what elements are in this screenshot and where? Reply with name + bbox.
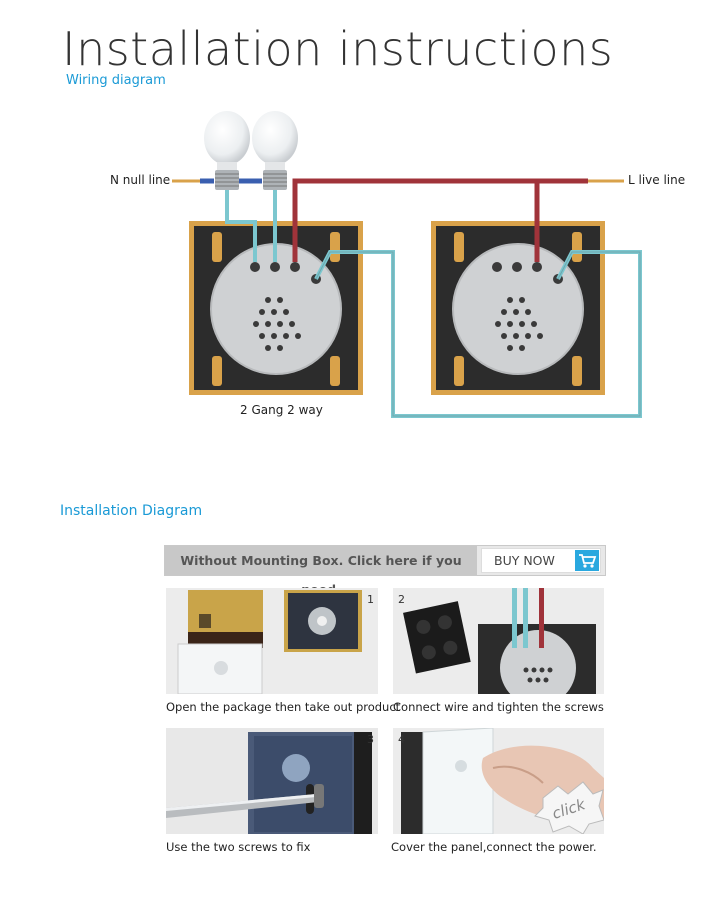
step-2-caption: Connect wire and tighten the screws xyxy=(393,700,604,714)
light-bulb-2 xyxy=(252,111,298,190)
light-bulb-1 xyxy=(204,111,250,190)
wiring-diagram-subtitle: Wiring diagram xyxy=(66,73,166,88)
step-1-caption: Open the package then take out product xyxy=(166,700,401,714)
step-4-caption: Cover the panel,connect the power. xyxy=(391,840,597,854)
step-2-image xyxy=(393,588,604,694)
step-2-number: 2 xyxy=(398,593,405,606)
switch-panel-right xyxy=(431,221,605,395)
installation-diagram-subtitle: Installation Diagram xyxy=(60,503,203,519)
step-3-caption: Use the two screws to fix xyxy=(166,840,311,854)
step-4-image: click xyxy=(393,728,604,834)
neutral-line-label: N null line xyxy=(110,173,171,187)
buy-now-button[interactable]: BUY NOW xyxy=(481,548,601,573)
step-3-number: 3 xyxy=(367,733,374,746)
live-line-label: L live line xyxy=(628,173,686,187)
wiring-diagram xyxy=(172,111,642,418)
step-1-number: 1 xyxy=(367,593,374,606)
page-title: Installation instructions xyxy=(62,22,614,76)
buy-now-label: BUY NOW xyxy=(494,553,555,568)
buy-banner-text[interactable]: Without Mounting Box. Click here if you … xyxy=(165,546,477,597)
buy-banner: Without Mounting Box. Click here if you … xyxy=(164,545,606,597)
step-3-image xyxy=(166,728,378,834)
live-wire xyxy=(292,178,588,262)
step-1-image xyxy=(166,588,378,694)
gang-label: 2 Gang 2 way xyxy=(240,403,323,417)
step-4-number: 4 xyxy=(398,733,405,746)
cart-icon xyxy=(575,550,599,571)
switch-panel-left xyxy=(189,221,363,395)
